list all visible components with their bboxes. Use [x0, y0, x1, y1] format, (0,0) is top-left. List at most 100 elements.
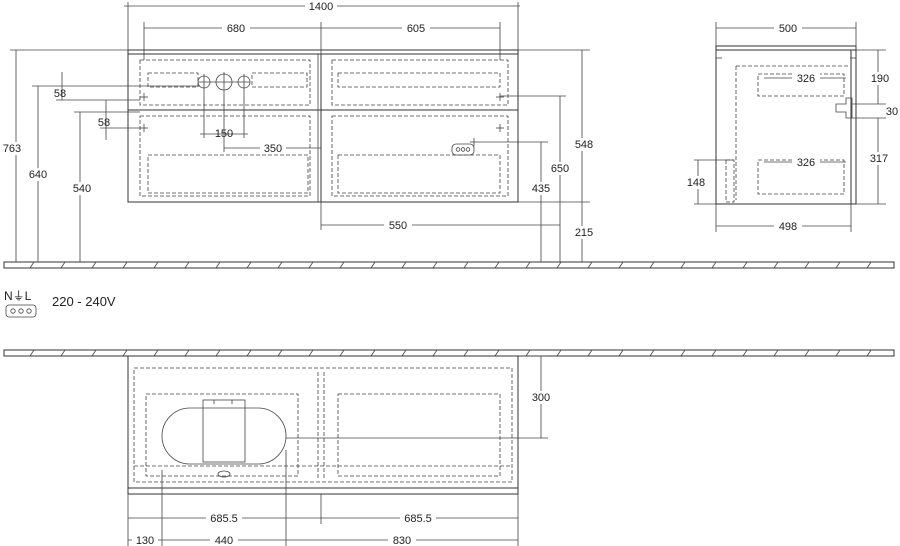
dim-685-5-left: 685.5	[210, 513, 238, 525]
floor-hatch	[401, 261, 407, 269]
floor-hatch	[60, 261, 66, 269]
floor-hatch	[122, 261, 128, 269]
side-cabinet-body	[715, 45, 857, 205]
floor-hatch	[835, 349, 841, 357]
socket-icon	[451, 143, 475, 156]
plan-cabinet-outline	[127, 355, 519, 495]
floor-hatch	[153, 349, 159, 357]
floor-hatch	[308, 349, 314, 357]
floor-hatch	[587, 261, 593, 269]
dim-30: 30	[886, 106, 898, 118]
dim-548: 548	[575, 139, 593, 151]
floor-hatch	[463, 349, 469, 357]
floor-hatch	[29, 261, 35, 269]
floor-hatch	[649, 261, 655, 269]
dim-440: 440	[215, 535, 233, 546]
floor-hatch	[804, 261, 810, 269]
dim-326-upper: 326	[797, 73, 815, 85]
side-view: 500 498 326 326 190 30 317 148	[684, 22, 898, 233]
dim-300: 300	[532, 392, 550, 404]
front-cabinet-body	[127, 49, 519, 203]
dim-685-5-right: 685.5	[404, 513, 432, 525]
floor-hatch	[556, 261, 562, 269]
dim-58-upper: 58	[54, 88, 66, 100]
dim-640: 640	[29, 169, 47, 181]
floor-hatch	[742, 261, 748, 269]
floor-hatch	[773, 349, 779, 357]
floor-hatch	[711, 349, 717, 357]
floor-hatch	[215, 261, 221, 269]
floor-hatch	[184, 349, 190, 357]
basin-outline	[161, 399, 287, 478]
floor-hatch	[122, 349, 128, 357]
floor-hatch	[618, 349, 624, 357]
dim-605: 605	[407, 23, 425, 35]
floor-hatch	[91, 261, 97, 269]
floor-hatch	[370, 261, 376, 269]
dim-763: 763	[3, 143, 21, 155]
plan-view: 300 685.5 685.5 130 440 830	[3, 349, 895, 546]
floor-hatch	[370, 349, 376, 357]
dim-190: 190	[871, 73, 889, 85]
floor-hatch	[525, 261, 531, 269]
dim-830: 830	[393, 535, 411, 546]
tap-hole-icon	[197, 72, 251, 92]
dim-498: 498	[779, 221, 797, 233]
dim-540: 540	[73, 183, 91, 195]
floor-hatch	[525, 349, 531, 357]
socket-outlet-icon	[5, 304, 37, 318]
floor-hatch	[29, 349, 35, 357]
floor-hatch	[401, 349, 407, 357]
floor-hatch	[277, 261, 283, 269]
voltage-label: 220 - 240V	[52, 294, 116, 309]
floor-hatch	[246, 261, 252, 269]
dim-680: 680	[227, 23, 245, 35]
electrical-spec: N⏚L 220 - 240V	[4, 289, 116, 318]
dim-317: 317	[870, 153, 888, 165]
floor-hatch	[835, 261, 841, 269]
floor-hatch	[649, 349, 655, 357]
floor-hatch	[432, 349, 438, 357]
floor-hatch	[618, 261, 624, 269]
floor-hatch	[246, 349, 252, 357]
dim-1400: 1400	[309, 1, 333, 13]
floor-hatch	[680, 349, 686, 357]
floor-hatch	[463, 261, 469, 269]
dim-215: 215	[575, 227, 593, 239]
floor-hatch	[804, 349, 810, 357]
dim-550: 550	[389, 220, 407, 232]
floor-hatch	[339, 349, 345, 357]
dim-435: 435	[532, 183, 550, 195]
floor-hatch	[308, 261, 314, 269]
dim-500: 500	[779, 23, 797, 35]
floor-hatch	[339, 261, 345, 269]
phase-label: N⏚L	[4, 289, 32, 303]
dim-350: 350	[264, 143, 282, 155]
dim-130: 130	[136, 535, 154, 546]
dim-650: 650	[551, 163, 569, 175]
floor-hatch	[215, 349, 221, 357]
floor-strip-plan	[3, 349, 895, 357]
floor-hatch	[742, 349, 748, 357]
floor-hatch	[866, 261, 872, 269]
floor-strip-front	[3, 261, 895, 269]
floor-hatch	[711, 261, 717, 269]
floor-hatch	[680, 261, 686, 269]
floor-hatch	[432, 261, 438, 269]
floor-hatch	[494, 261, 500, 269]
floor-hatch	[866, 349, 872, 357]
floor-hatch	[91, 349, 97, 357]
floor-hatch	[556, 349, 562, 357]
floor-hatch	[494, 349, 500, 357]
dim-58-lower: 58	[98, 117, 110, 129]
floor-hatch	[153, 261, 159, 269]
front-view: 1400 680 605 763 640 540 58 58 1	[0, 0, 895, 269]
floor-hatch	[773, 261, 779, 269]
floor-hatch	[184, 261, 190, 269]
floor-hatch	[277, 349, 283, 357]
floor-hatch	[60, 349, 66, 357]
floor-hatch	[587, 349, 593, 357]
dim-326-lower: 326	[797, 157, 815, 169]
dim-148: 148	[687, 177, 705, 189]
